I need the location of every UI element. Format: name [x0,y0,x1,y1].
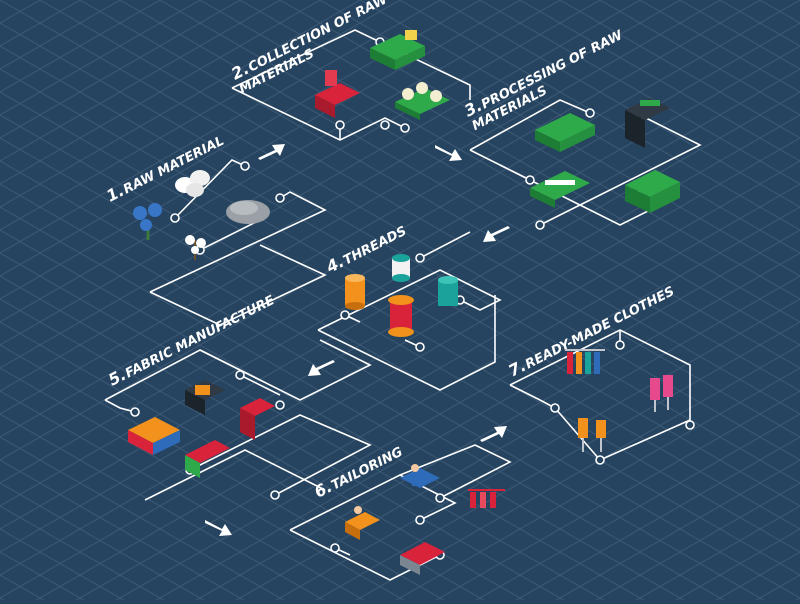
sewing-table-illustration [345,506,380,540]
connector-step7-top [509,329,691,425]
dot [415,342,425,352]
spool-red-illustration [388,295,414,337]
fabric-stack-illustration [128,417,180,455]
cotton-picker-illustration [315,70,360,118]
connector-step1-outline [149,191,327,293]
cutting-table-illustration [400,542,445,575]
mannequin-orange-illustration [578,418,606,452]
step-7-number: 7. [505,356,529,381]
step-2-number: 2. [228,59,252,84]
dot [585,108,595,118]
dot [525,175,535,185]
dot [380,120,390,130]
flow-arrows [205,144,510,536]
connector-step4-spool-white [419,231,471,259]
connector-step1-lower [149,244,327,326]
spool-orange-illustration [345,274,365,310]
mannequin-pink-illustration [650,375,673,412]
connector-step3-top [469,99,591,151]
cotton-plant-illustration [185,235,206,260]
wool-illustration [226,200,270,224]
connector-step6-lower [289,529,441,581]
step-3-number: 3. [461,96,485,121]
dot [435,493,445,503]
connector-step3-right [579,114,702,206]
connector-step3-frame [499,164,531,181]
dot [335,120,345,130]
dot [415,253,425,263]
dot [235,370,245,380]
arrow-step2-to-3 [435,145,462,161]
connector-step5-machine [239,374,281,396]
ginning-machine-illustration [535,113,595,152]
dot [275,193,285,203]
arrow-step4-to-5 [308,360,335,376]
connector-step7-left [509,384,556,409]
connector-step5-lower [189,414,372,496]
dot [270,490,280,500]
dot [535,220,545,230]
connector-step6-top [289,474,457,531]
dot [400,123,410,133]
spinning-frame-illustration [530,171,590,208]
connector-step6-left [144,449,326,501]
clothing-rack-illustration [565,349,605,374]
dot [330,543,340,553]
connector-step5-mid [199,339,372,401]
seamstress-workstation-illustration [400,464,440,488]
dot [615,340,625,350]
dot [275,400,285,410]
bale-opener-illustration [625,170,680,213]
flax-flower-illustration [133,203,162,240]
dot [550,403,560,413]
garment-rack-step6-illustration [468,489,505,508]
combine-harvester-illustration [370,30,425,70]
step-1-number: 1. [103,181,127,206]
connector-step5-left [104,399,136,413]
dot [130,407,140,417]
spool-teal-illustration [438,276,458,306]
arrow-step3-to-4 [483,226,510,242]
arrow-step5-to-6 [205,520,232,536]
connector-step7-right [599,419,691,461]
connector-step2-top [231,29,381,89]
dot [240,161,250,171]
connector-step7-diag [554,407,601,461]
dot [415,515,425,525]
carding-machine-illustration [625,98,670,148]
bale-trailer-illustration [395,82,450,120]
dot [595,455,605,465]
fabric-roll-machine-illustration [185,440,230,478]
cotton-bolls-illustration [175,170,210,197]
loom-machine-illustration [185,380,225,415]
connector-step4-right [317,295,496,391]
arrow-step1-to-2 [258,144,285,160]
connector-step6-right [399,444,512,499]
step-6-number: 6. [311,477,335,502]
dyeing-machine-illustration [240,398,275,440]
step-5-number: 5. [105,365,129,390]
connector-step4-top [317,269,502,331]
dot [685,420,695,430]
connector-step1-flax [199,219,261,251]
dot [340,310,350,320]
spool-white-illustration [392,254,410,282]
connector-step2-mid [231,87,406,141]
dot [170,213,180,223]
arrow-step6-to-7 [480,426,507,442]
